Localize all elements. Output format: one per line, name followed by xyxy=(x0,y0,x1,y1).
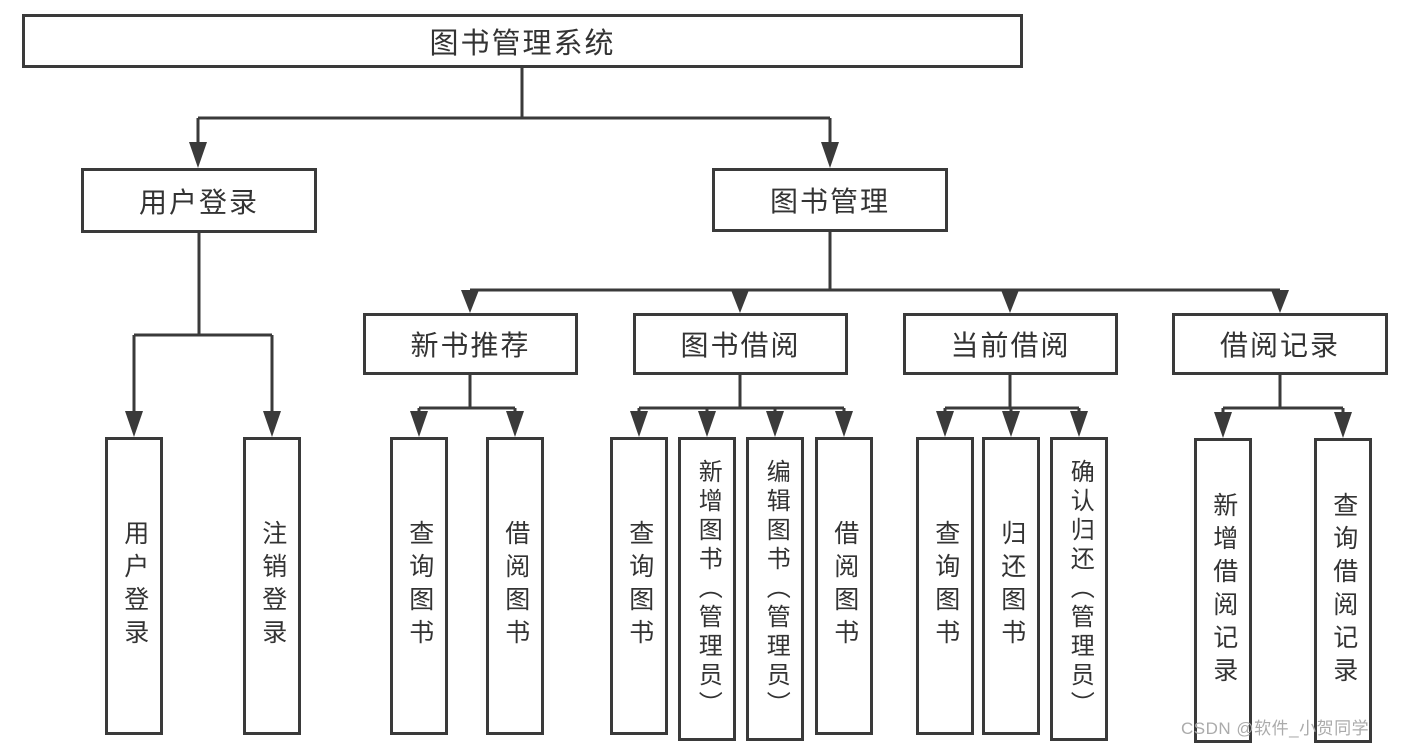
leaf-add-borrow-record: 新增借阅记录 xyxy=(1194,438,1252,743)
leaf-borrow-books: 借阅图书 xyxy=(815,437,873,735)
leaf-borrow-books-recommend: 借阅图书 xyxy=(486,437,544,735)
node-borrowing-records: 借阅记录 xyxy=(1172,313,1388,375)
node-current-borrowing: 当前借阅 xyxy=(903,313,1118,375)
leaf-borrow-books-recommend-label: 借阅图书 xyxy=(501,520,530,652)
leaf-query-books-current: 查询图书 xyxy=(916,437,974,735)
leaf-query-books-borrow-label: 查询图书 xyxy=(625,520,654,652)
leaf-edit-book-admin-label: 编辑图书（管理员） xyxy=(762,458,790,720)
leaf-query-books-recommend: 查询图书 xyxy=(390,437,448,735)
leaf-query-books-borrow: 查询图书 xyxy=(610,437,668,735)
node-current-borrowing-label: 当前借阅 xyxy=(950,330,1071,361)
leaf-add-book-admin: 新增图书（管理员） xyxy=(678,437,736,741)
leaf-user-login: 用户登录 xyxy=(105,437,163,735)
node-root: 图书管理系统 xyxy=(22,14,1023,68)
node-new-book-recommendation-label: 新书推荐 xyxy=(410,330,531,361)
leaf-query-borrow-record-label: 查询借阅记录 xyxy=(1329,491,1358,690)
leaf-query-borrow-record: 查询借阅记录 xyxy=(1314,438,1372,743)
watermark-text: CSDN @软件_小贺同学 xyxy=(1181,719,1370,738)
node-book-management: 图书管理 xyxy=(712,168,948,232)
leaf-confirm-return-admin-label: 确认归还（管理员） xyxy=(1066,458,1094,720)
node-root-label: 图书管理系统 xyxy=(429,28,616,60)
node-book-management-label: 图书管理 xyxy=(769,186,890,217)
leaf-user-login-label: 用户登录 xyxy=(120,520,149,652)
leaf-add-book-admin-label: 新增图书（管理员） xyxy=(694,458,722,720)
leaf-logout: 注销登录 xyxy=(243,437,301,735)
leaf-logout-label: 注销登录 xyxy=(258,520,287,652)
leaf-query-books-recommend-label: 查询图书 xyxy=(405,520,434,652)
node-borrowing-records-label: 借阅记录 xyxy=(1219,330,1340,361)
leaf-add-borrow-record-label: 新增借阅记录 xyxy=(1209,491,1238,690)
leaf-borrow-books-label: 借阅图书 xyxy=(830,520,859,652)
node-user-login-label: 用户登录 xyxy=(138,186,259,218)
node-new-book-recommendation: 新书推荐 xyxy=(363,313,578,375)
leaf-confirm-return-admin: 确认归还（管理员） xyxy=(1050,437,1108,741)
leaf-edit-book-admin: 编辑图书（管理员） xyxy=(746,437,804,741)
node-book-borrowing-label: 图书借阅 xyxy=(680,330,801,361)
node-user-login: 用户登录 xyxy=(81,168,317,233)
node-book-borrowing: 图书借阅 xyxy=(633,313,848,375)
leaf-query-books-current-label: 查询图书 xyxy=(931,520,960,652)
leaf-return-book: 归还图书 xyxy=(982,437,1040,735)
leaf-return-book-label: 归还图书 xyxy=(997,520,1026,652)
